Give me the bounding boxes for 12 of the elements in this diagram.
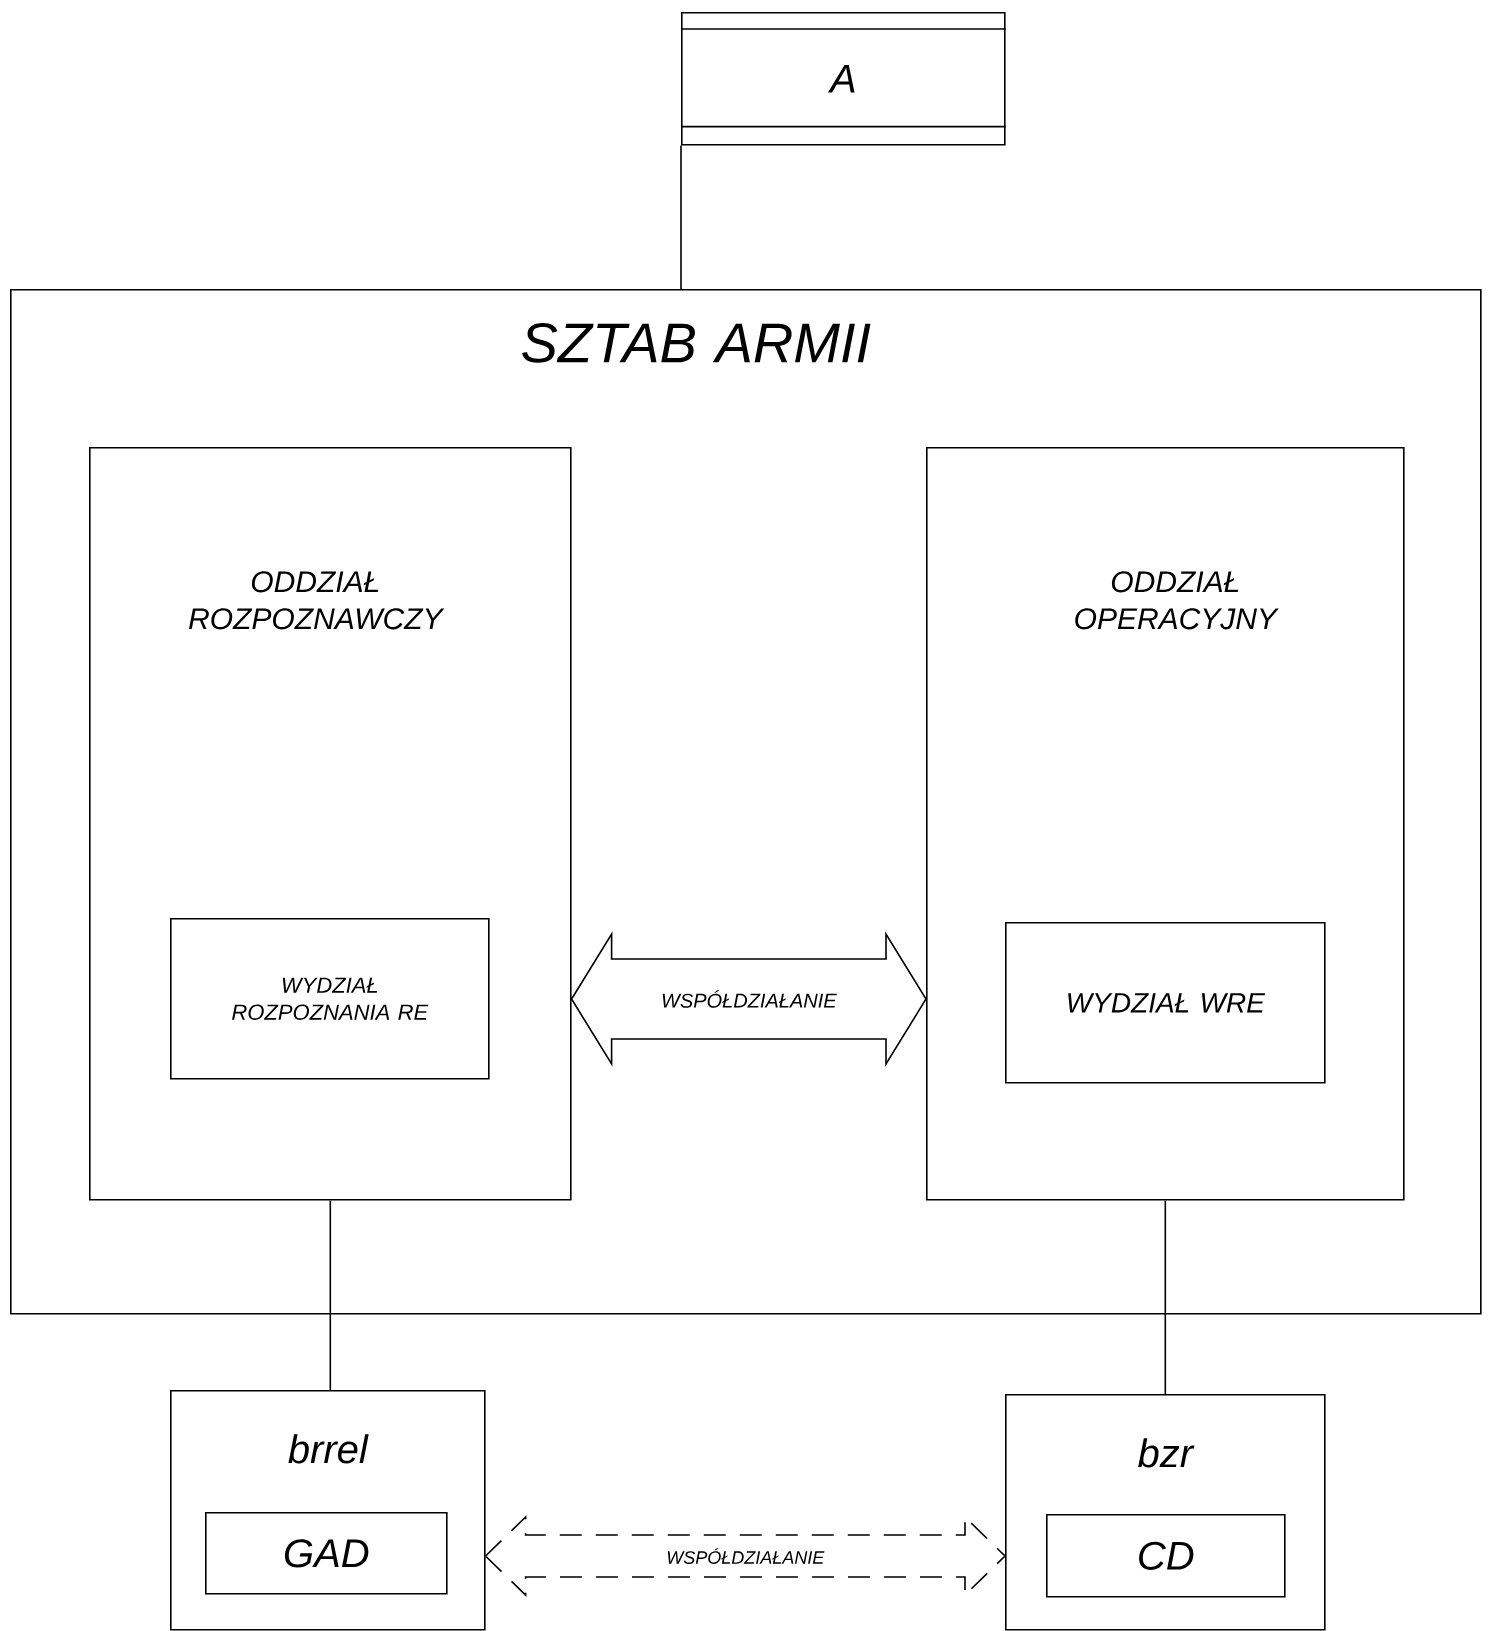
double-arrow — [484, 1515, 1007, 1597]
header-box: A — [680, 12, 1007, 146]
subunit-box: GAD — [205, 1512, 448, 1595]
edge-label: WSPÓŁDZIAŁANIE — [664, 1546, 827, 1566]
double-arrow — [570, 931, 927, 1067]
section-box: WYDZIAŁ ROZPOZNANIA RE — [170, 918, 490, 1080]
connector-line — [1164, 1199, 1167, 1395]
connector-line — [329, 1199, 332, 1391]
connector-line — [680, 144, 682, 290]
section-box: WYDZIAŁ WRE — [1005, 922, 1326, 1084]
subunit-box: CD — [1046, 1514, 1286, 1598]
edge-label: WSPÓŁDZIAŁANIE — [659, 988, 839, 1010]
